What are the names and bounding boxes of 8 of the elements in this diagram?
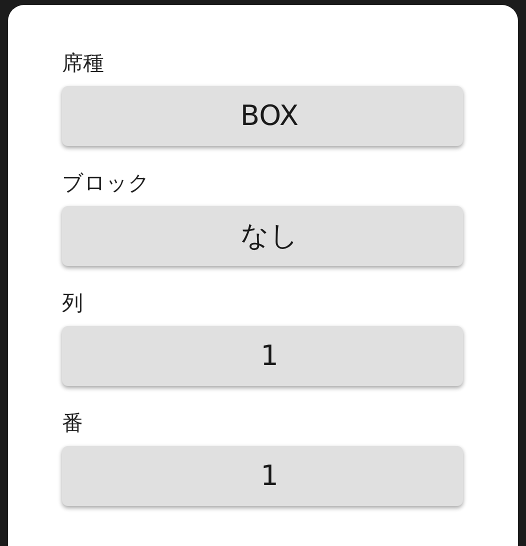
field-label: 番 (62, 410, 83, 436)
field-label: 列 (62, 290, 83, 316)
select-button: 1 (62, 446, 463, 506)
select-button: BOX (62, 86, 463, 146)
select-button: 1 (62, 326, 463, 386)
select-button: なし (62, 206, 463, 266)
field-label: 席種 (62, 50, 104, 76)
field-label: ブロック (62, 170, 150, 196)
